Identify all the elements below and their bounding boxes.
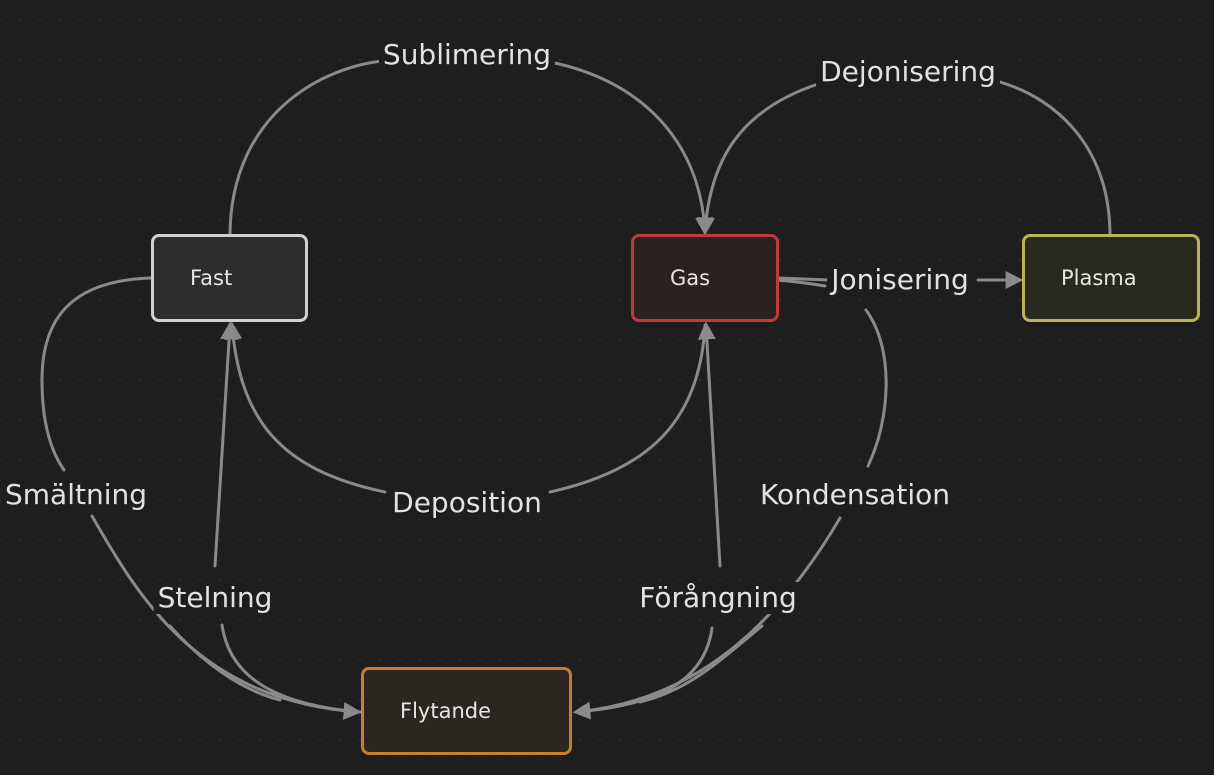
edge-deposition — [224, 321, 387, 494]
label-kondensation: Kondensation — [756, 479, 954, 511]
node-fast[interactable]: Fast — [151, 234, 308, 322]
edge-forangning — [697, 321, 722, 568]
label-deposition: Deposition — [388, 487, 546, 519]
edge-jonisering — [776, 278, 1020, 280]
node-plasma-label: Plasma — [1061, 266, 1137, 290]
edge-deposition-start — [548, 323, 707, 494]
node-flytande-label: Flytande — [400, 699, 492, 723]
edge-forangning-tail — [574, 624, 764, 714]
edge-kondensation — [576, 278, 888, 712]
node-gas-label: Gas — [670, 266, 711, 290]
node-flytande[interactable]: Flytande — [361, 667, 572, 755]
label-smaltning: Smältning — [0, 479, 152, 511]
edge-stelning — [213, 321, 239, 568]
label-forangning: Förångning — [635, 582, 801, 614]
edge-stelning-tail — [168, 623, 362, 714]
node-plasma[interactable]: Plasma — [1022, 234, 1200, 322]
label-sublimering: Sublimering — [378, 39, 556, 71]
label-stelning: Stelning — [153, 582, 277, 614]
label-dejonisering: Dejonisering — [816, 56, 1000, 88]
edge-dejonisering — [705, 80, 1112, 236]
node-gas[interactable]: Gas — [631, 234, 779, 322]
label-jonisering: Jonisering — [827, 264, 973, 296]
node-fast-label: Fast — [190, 266, 233, 290]
edge-sublimering — [228, 58, 705, 236]
